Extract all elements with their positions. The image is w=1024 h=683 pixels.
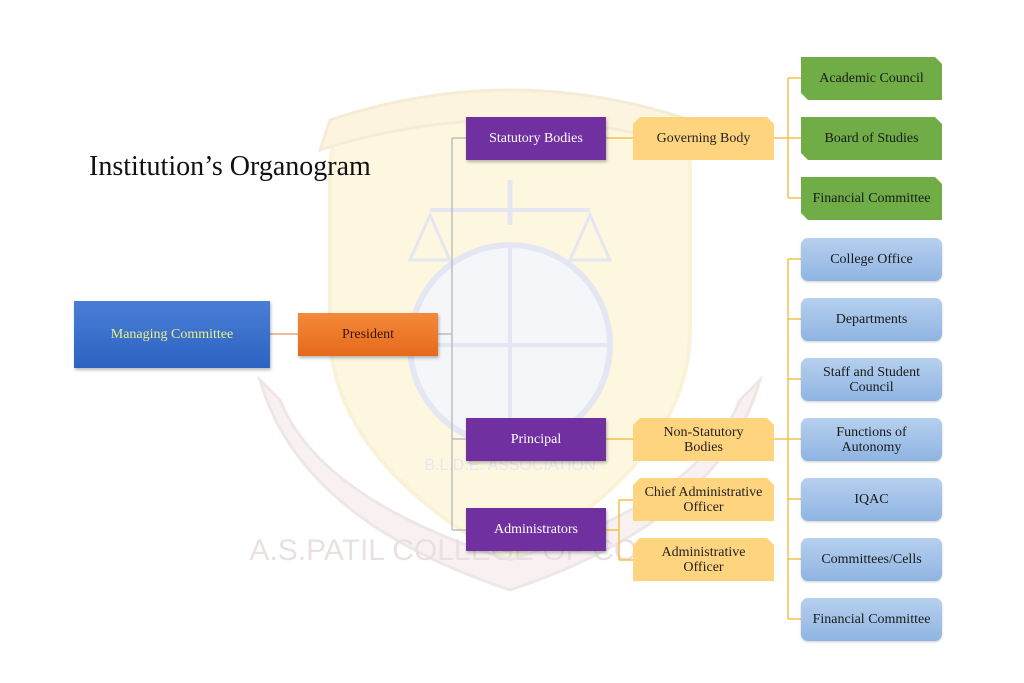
node-functions-of-autonomy: Functions of Autonomy: [801, 418, 942, 461]
node-principal: Principal: [466, 418, 606, 461]
node-administrators: Administrators: [466, 508, 606, 551]
node-financial-committee-statutory: Financial Committee: [801, 177, 942, 220]
node-staff-and-student-council: Staff and Student Council: [801, 358, 942, 401]
node-administrative-officer: Administrative Officer: [633, 538, 774, 581]
node-financial-committee-non-statutory: Financial Committee: [801, 598, 942, 641]
node-non-statutory-bodies: Non-Statutory Bodies: [633, 418, 774, 461]
node-chief-administrative-officer: Chief Administrative Officer: [633, 478, 774, 521]
node-academic-council: Academic Council: [801, 57, 942, 100]
node-iqac: IQAC: [801, 478, 942, 521]
node-managing-committee: Managing Committee: [74, 301, 270, 368]
node-governing-body: Governing Body: [633, 117, 774, 160]
page-title: Institution’s Organogram: [89, 151, 371, 182]
node-board-of-studies: Board of Studies: [801, 117, 942, 160]
node-college-office: College Office: [801, 238, 942, 281]
node-departments: Departments: [801, 298, 942, 341]
node-statutory-bodies: Statutory Bodies: [466, 117, 606, 160]
node-committees-cells: Committees/Cells: [801, 538, 942, 581]
node-president: President: [298, 313, 438, 356]
